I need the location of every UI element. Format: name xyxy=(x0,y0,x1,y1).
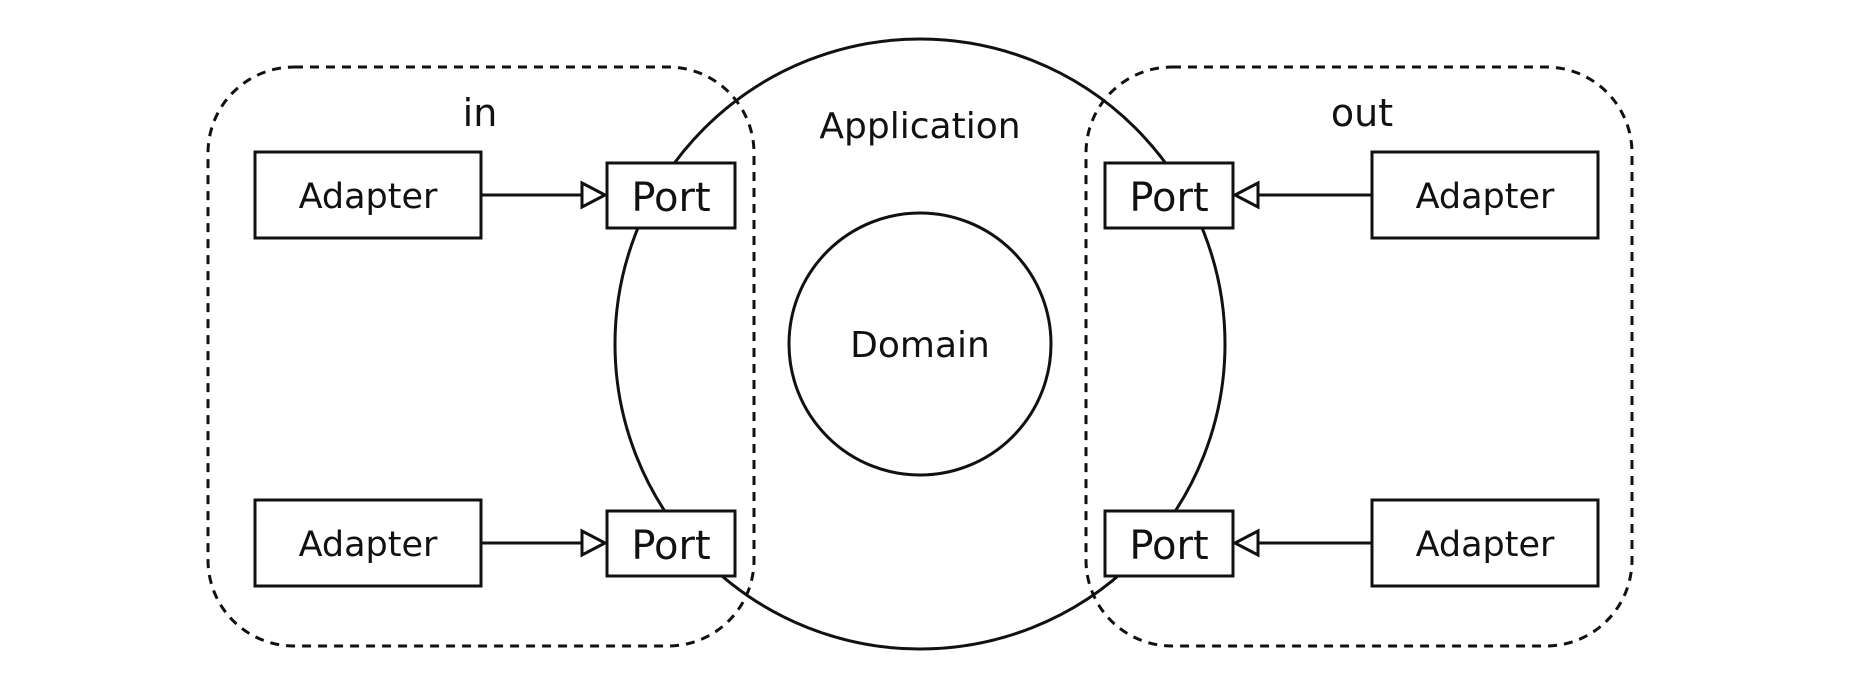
out-adapter-top: Adapter xyxy=(1370,150,1600,240)
out-group-label: out xyxy=(1331,91,1393,135)
in-port-top-label: Port xyxy=(631,175,710,221)
in-adapter-bottom: Adapter xyxy=(253,498,483,588)
arrowhead-in-top xyxy=(580,180,609,210)
in-adapter-top: Adapter xyxy=(253,150,483,240)
out-port-top-label: Port xyxy=(1129,175,1208,221)
in-port-top: Port xyxy=(605,161,737,230)
out-port-top: Port xyxy=(1103,161,1235,230)
out-adapter-bottom-label: Adapter xyxy=(1416,525,1555,565)
in-adapter-bottom-label: Adapter xyxy=(299,525,438,565)
in-port-bottom-label: Port xyxy=(631,523,710,569)
arrowhead-out-bottom xyxy=(1231,528,1260,558)
out-port-bottom-label: Port xyxy=(1129,523,1208,569)
arrowhead-out-top xyxy=(1231,180,1260,210)
application-boundary xyxy=(613,37,1227,651)
in-adapters-group xyxy=(206,65,756,648)
application-label: Application xyxy=(819,106,1020,147)
in-group-label: in xyxy=(463,91,498,135)
out-adapter-bottom: Adapter xyxy=(1370,498,1600,588)
out-port-bottom: Port xyxy=(1103,509,1235,578)
in-port-bottom: Port xyxy=(605,509,737,578)
out-adapter-top-label: Adapter xyxy=(1416,177,1555,217)
arrowhead-in-bottom xyxy=(580,528,609,558)
out-adapters-group xyxy=(1084,65,1634,648)
domain-boundary xyxy=(787,211,1053,477)
in-adapter-top-label: Adapter xyxy=(299,177,438,217)
domain-label: Domain xyxy=(850,325,990,366)
